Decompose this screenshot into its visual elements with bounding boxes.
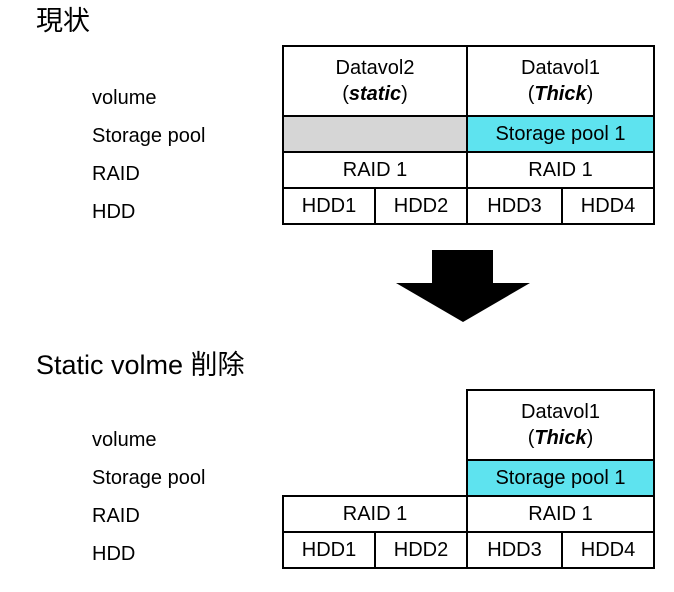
label-hdd: HDD <box>92 543 136 565</box>
label-hdd: HDD <box>92 201 136 223</box>
hdd-4: HDD4 <box>561 531 655 569</box>
label-storage-pool: Storage pool <box>92 467 206 489</box>
volume-type-line: (Thick) <box>527 427 594 449</box>
hdd-4: HDD4 <box>561 187 655 225</box>
volume-name: Datavol1 <box>521 57 600 79</box>
volume-type-line: (static) <box>342 83 408 105</box>
label-storage-pool: Storage pool <box>92 125 206 147</box>
section-title-current: 現状 <box>36 6 90 36</box>
section-title-after: Static volme 削除 <box>36 350 245 380</box>
volume-type: Thick <box>534 427 587 449</box>
raid-group-2: RAID 1 <box>466 495 655 533</box>
volume-name: Datavol2 <box>335 57 415 79</box>
raid-group-1: RAID 1 <box>282 495 468 533</box>
label-volume: volume <box>92 87 157 109</box>
volume-name: Datavol1 <box>521 401 600 423</box>
hdd-3: HDD3 <box>466 531 563 569</box>
volume-type: static <box>348 83 402 105</box>
hdd-2: HDD2 <box>374 531 468 569</box>
volume-type-line: (Thick) <box>527 83 594 105</box>
label-raid: RAID <box>92 163 140 185</box>
storage-pool-1: Storage pool 1 <box>466 115 655 153</box>
volume-datavol1: Datavol1 (Thick) <box>466 45 655 117</box>
volume-type: Thick <box>534 83 587 105</box>
storage-pool-1: Storage pool 1 <box>466 459 655 497</box>
hdd-1: HDD1 <box>282 531 376 569</box>
label-volume: volume <box>92 429 157 451</box>
label-raid: RAID <box>92 505 140 527</box>
volume-datavol1: Datavol1 (Thick) <box>466 389 655 461</box>
